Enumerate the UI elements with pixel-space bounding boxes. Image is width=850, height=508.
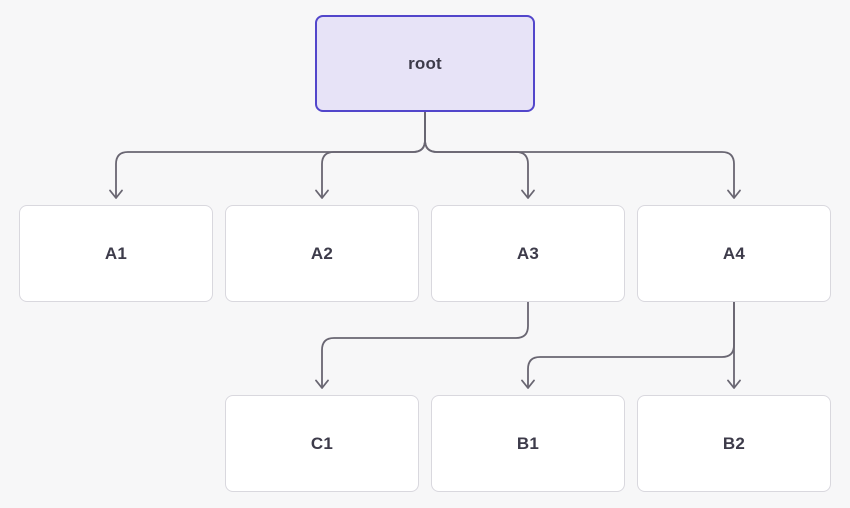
node-c1[interactable]: C1: [225, 395, 419, 492]
edge-root-a4-arrowhead-icon: [727, 189, 741, 199]
node-a4[interactable]: A4: [637, 205, 831, 302]
node-root[interactable]: root: [315, 15, 535, 112]
node-b2-label: B2: [722, 433, 746, 453]
edge-root-a1-arrowhead-icon: [109, 189, 123, 199]
node-b2[interactable]: B2: [637, 395, 831, 492]
node-a2-label: A2: [310, 243, 334, 263]
node-a1[interactable]: A1: [19, 205, 213, 302]
node-a1-label: A1: [104, 243, 128, 263]
edge-a4-b1-arrowhead-icon: [521, 379, 535, 389]
edge-a3-c1-arrowhead-icon: [315, 379, 329, 389]
node-root-label: root: [408, 53, 442, 73]
edge-root-a1: [115, 111, 426, 198]
edge-root-a4: [424, 111, 735, 198]
node-a3[interactable]: A3: [431, 205, 625, 302]
node-a4-label: A4: [722, 243, 746, 263]
node-a2[interactable]: A2: [225, 205, 419, 302]
edge-a3-c1: [321, 301, 529, 388]
edge-root-a3: [424, 111, 529, 198]
edge-root-a2-arrowhead-icon: [315, 189, 329, 199]
node-b1[interactable]: B1: [431, 395, 625, 492]
node-c1-label: C1: [310, 433, 334, 453]
edge-a4-b2-arrowhead-icon: [727, 379, 741, 389]
edge-a4-b1: [527, 301, 735, 388]
node-a3-label: A3: [516, 243, 540, 263]
edge-root-a3-arrowhead-icon: [521, 189, 535, 199]
node-b1-label: B1: [516, 433, 540, 453]
edge-root-a2: [321, 111, 426, 198]
